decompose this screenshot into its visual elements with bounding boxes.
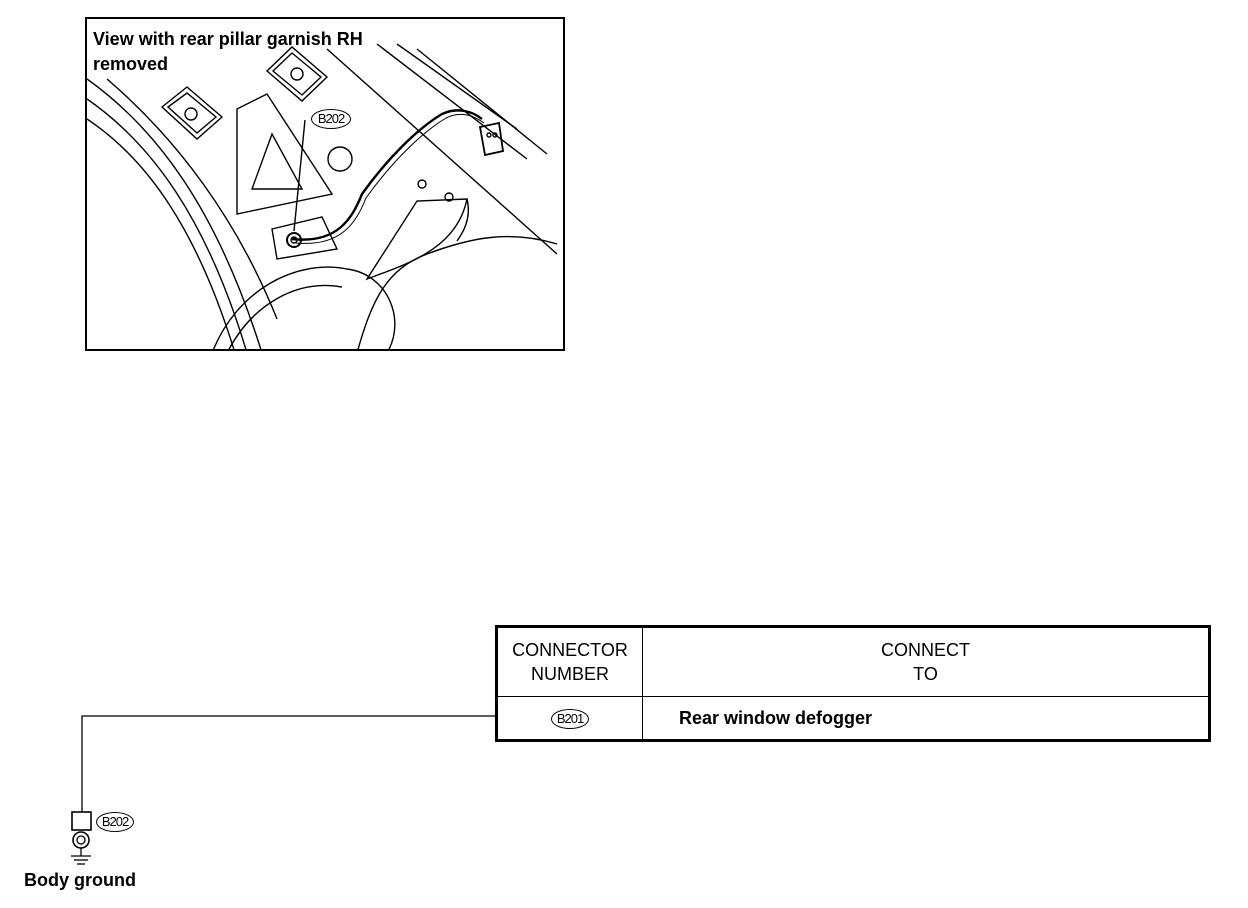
illustration-title: View with rear pillar garnish RH removed <box>93 29 363 74</box>
table-row: B201 Rear window defogger <box>496 696 1210 741</box>
header-connect-to: CONNECT TO <box>642 626 1210 697</box>
header-connector-number: CONNECTOR NUMBER <box>496 626 643 697</box>
rear-pillar-drawing <box>87 43 558 349</box>
row-connector-tag: B201 <box>551 709 589 729</box>
row-connector-cell: B201 <box>496 696 643 741</box>
connector-table: CONNECTOR NUMBER CONNECT TO B201 Rear wi… <box>495 625 1211 742</box>
table-header-row: CONNECTOR NUMBER CONNECT TO <box>496 626 1210 697</box>
body-ground-label: Body ground <box>24 870 136 890</box>
row-connect-to: Rear window defogger <box>642 696 1210 741</box>
illustration-connector-tag: B202 <box>311 109 351 129</box>
ground-connector-tag: B202 <box>96 812 134 832</box>
illustration-panel: View with rear pillar garnish RH removed <box>85 17 565 351</box>
